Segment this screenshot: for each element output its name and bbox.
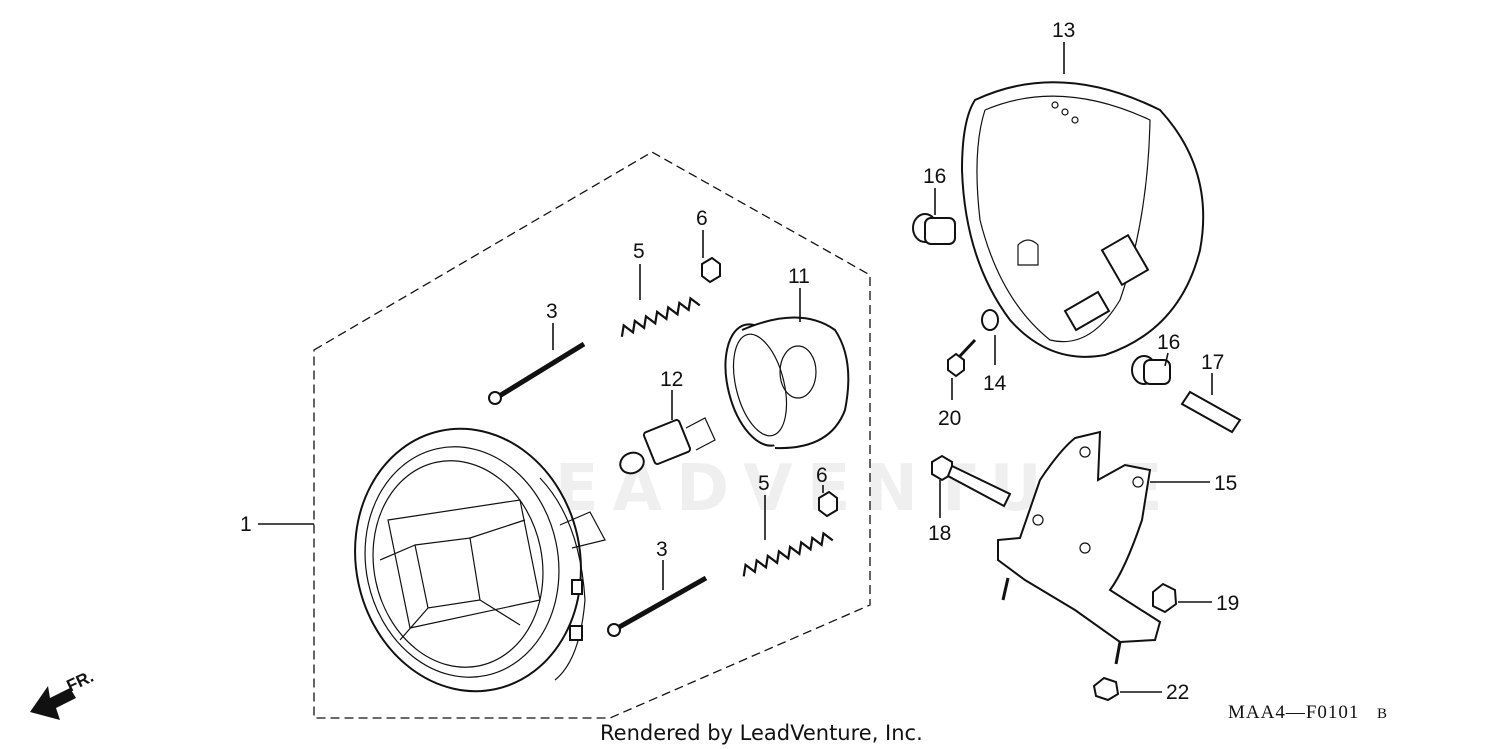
callout-11: 11 — [788, 265, 810, 288]
collar-part[interactable] — [981, 309, 999, 331]
callout-20: 20 — [938, 407, 961, 430]
front-direction-indicator: FR. — [30, 667, 97, 720]
callout-16-upper: 16 — [923, 165, 946, 188]
footer-credit: Rendered by LeadVenture, Inc. — [600, 721, 923, 745]
diagram-code: MAA4—F0101 — [1228, 702, 1359, 723]
adjuster-bolt-upper-part[interactable] — [488, 341, 586, 405]
bulb-socket-cover-part[interactable] — [714, 316, 850, 453]
callout-13: 13 — [1052, 19, 1075, 42]
mounting-bolt-part[interactable] — [931, 454, 1012, 508]
flange-nut-part[interactable] — [1152, 582, 1178, 614]
nut-bottom-part[interactable] — [1092, 676, 1120, 702]
callout-14: 14 — [983, 372, 1007, 395]
callout-15: 15 — [1214, 472, 1237, 495]
callout-5-upper: 5 — [633, 240, 645, 263]
callout-12: 12 — [660, 368, 683, 391]
callout-3-upper: 3 — [546, 300, 558, 323]
grommet-upper-part[interactable] — [912, 213, 956, 245]
headlight-bulb-part[interactable] — [617, 417, 716, 477]
adjuster-bolt-lower-part[interactable] — [607, 575, 708, 637]
callout-22: 22 — [1166, 681, 1189, 704]
screw-part[interactable] — [947, 338, 977, 378]
spring-upper-part[interactable] — [618, 296, 701, 338]
diagram-revision: B — [1377, 706, 1388, 722]
headlight-assembly-outline — [258, 151, 871, 719]
nut-lower-part[interactable] — [818, 490, 838, 518]
callout-17: 17 — [1201, 351, 1224, 374]
nut-upper-part[interactable] — [701, 256, 721, 284]
headlight-bracket-part[interactable] — [997, 430, 1162, 665]
callout-6-upper: 6 — [696, 207, 708, 230]
callout-18: 18 — [928, 522, 951, 545]
grommet-lower-part[interactable] — [1131, 355, 1171, 385]
front-arrow-icon — [30, 686, 76, 720]
headlight-unit-part[interactable] — [331, 408, 606, 713]
callout-3-lower: 3 — [656, 538, 668, 561]
spacer-collar-part[interactable] — [1180, 390, 1242, 434]
headlight-case-part[interactable] — [960, 81, 1205, 358]
leader-lines — [552, 42, 1213, 693]
callout-16-lower: 16 — [1157, 331, 1180, 354]
callout-5-lower: 5 — [758, 472, 770, 495]
callout-1: 1 — [240, 513, 252, 536]
spring-lower-part[interactable] — [740, 531, 834, 577]
callout-19: 19 — [1216, 592, 1239, 615]
callout-6-lower: 6 — [816, 464, 828, 487]
